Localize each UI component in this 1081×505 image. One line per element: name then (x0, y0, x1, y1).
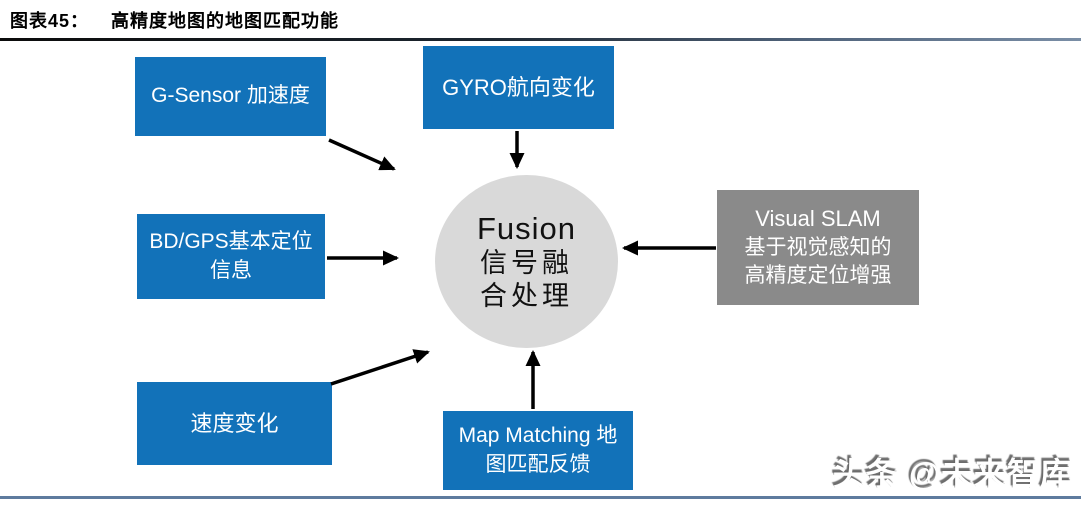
node-map-matching: Map Matching 地 图匹配反馈 (443, 411, 633, 490)
figure-title: 图表45： 高精度地图的地图匹配功能 (10, 7, 339, 33)
arrow-speed-to-fusion (330, 349, 430, 386)
node-visual-slam-label-line3: 高精度定位增强 (744, 264, 892, 288)
bottom-separator (0, 496, 1081, 499)
node-gsensor-label: G-Sensor 加速度 (151, 84, 310, 108)
node-visual-slam-label-line2: 基于视觉感知的 (744, 236, 892, 259)
node-gyro-label: GYRO航向变化 (442, 74, 595, 100)
node-fusion-label-line2: 信号融 (480, 248, 573, 279)
node-speed-change: 速度变化 (137, 382, 332, 465)
node-bdgps: BD/GPS基本定位 信息 (137, 214, 325, 299)
node-fusion-label-line3: 合处理 (480, 281, 573, 312)
node-bdgps-label-line1: BD/GPS基本定位 (149, 230, 313, 254)
node-speed-change-label: 速度变化 (190, 410, 279, 436)
title-underline (0, 38, 1081, 41)
node-visual-slam: Visual SLAM 基于视觉感知的 高精度定位增强 (717, 190, 919, 305)
watermark-toutiao: 头条 @未来智库 (832, 456, 1073, 492)
node-gyro: GYRO航向变化 (423, 46, 614, 129)
figure-number: 图表45： (10, 11, 90, 31)
node-fusion-circle: Fusion 信号融 合处理 (435, 175, 618, 348)
figure-title-text: 高精度地图的地图匹配功能 (111, 11, 340, 31)
arrow-gsensor-to-fusion (328, 138, 396, 171)
node-bdgps-label-line2: 信息 (210, 258, 252, 282)
node-gsensor: G-Sensor 加速度 (135, 57, 326, 136)
node-map-matching-label-line1: Map Matching 地 (458, 424, 618, 448)
node-map-matching-label-line2: 图匹配反馈 (485, 452, 591, 476)
node-fusion-label-line1: Fusion (476, 210, 577, 246)
node-visual-slam-label-line1: Visual SLAM (755, 206, 881, 232)
